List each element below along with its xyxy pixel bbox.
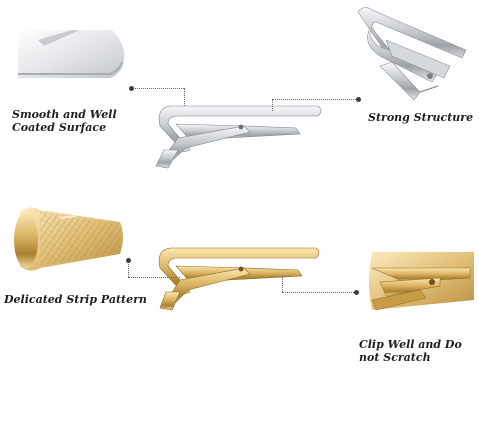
leader-line-smooth-drop — [184, 88, 185, 106]
label-smooth-line2: Coated Surface — [12, 121, 107, 134]
silver-tie-clip-image — [155, 105, 322, 169]
leader-line-strong-drop — [272, 99, 273, 111]
label-smooth-line1: Smooth and Well — [12, 108, 117, 121]
leader-dot-strip — [126, 258, 131, 263]
leader-dot-clip — [354, 290, 359, 295]
label-strip-pattern: Delicated Strip Pattern — [4, 293, 147, 306]
leader-line-clip — [282, 292, 356, 293]
label-clip-well: Clip Well and Do not Scratch — [359, 338, 462, 364]
gold-tie-clip-image — [158, 247, 320, 311]
leader-dot-strong — [356, 97, 361, 102]
label-smooth-surface: Smooth and Well Coated Surface — [12, 108, 117, 134]
leader-line-clip-rise — [282, 276, 283, 292]
silver-closeup-image — [18, 30, 125, 78]
leader-line-strong — [272, 99, 358, 100]
label-clip-line2: not Scratch — [359, 351, 431, 364]
leader-line-strip-rise — [128, 262, 129, 277]
silver-structure-closeup-image — [357, 7, 467, 101]
leader-dot-smooth — [129, 86, 134, 91]
leader-line-strip — [128, 277, 180, 278]
label-clip-line1: Clip Well and Do — [359, 338, 462, 351]
label-strong-structure: Strong Structure — [368, 111, 474, 124]
leader-line-smooth — [132, 88, 184, 89]
gold-strip-closeup-image — [14, 207, 123, 271]
gold-clip-closeup-image — [369, 252, 474, 311]
